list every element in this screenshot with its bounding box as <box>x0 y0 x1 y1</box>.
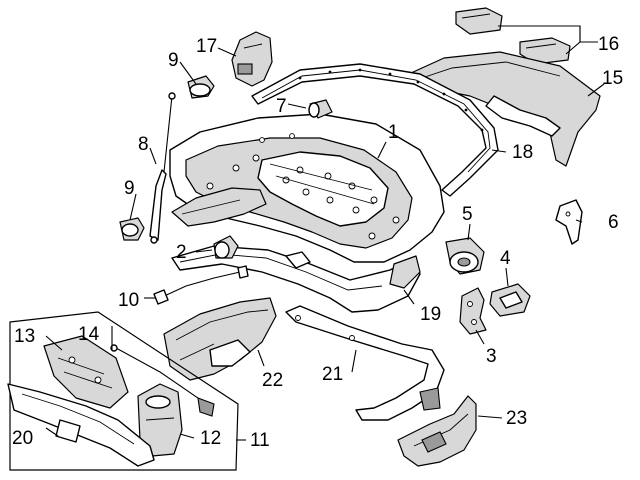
callout-labels: 1 2 3 4 5 6 7 8 9 9 10 11 12 13 14 15 16… <box>12 34 623 451</box>
callout-7: 7 <box>276 96 287 117</box>
part-9-upper-bumper <box>187 75 215 99</box>
part-23-corner-panel <box>397 395 477 467</box>
callout-1: 1 <box>388 122 399 143</box>
part-5-motor <box>445 237 485 275</box>
callout-15: 15 <box>602 68 623 89</box>
part-8-strut <box>149 92 176 244</box>
part-2-bump-stop <box>213 235 239 259</box>
callout-23: 23 <box>506 408 527 429</box>
callout-4: 4 <box>500 248 511 269</box>
callout-6: 6 <box>608 212 619 233</box>
part-15-rear-panel <box>399 51 601 167</box>
part-19-frame <box>171 245 421 313</box>
part-18-weather-strip <box>251 63 499 197</box>
callout-9-upper: 9 <box>168 50 179 71</box>
callout-19: 19 <box>420 304 441 325</box>
kit-box-11 <box>7 311 239 471</box>
part-21-side-rail <box>285 305 445 421</box>
callout-16: 16 <box>598 34 619 55</box>
part-22-tray <box>163 297 277 381</box>
leader-lines <box>45 25 605 441</box>
part-10-cable <box>153 265 249 305</box>
callout-21: 21 <box>322 364 343 385</box>
part-9-lower-bumper <box>119 217 145 241</box>
part-3-bracket <box>459 287 487 335</box>
callout-9-lower: 9 <box>124 178 135 199</box>
callout-22: 22 <box>262 370 283 391</box>
callout-8: 8 <box>138 134 149 155</box>
callout-20: 20 <box>12 428 33 449</box>
part-17-latch <box>231 31 273 87</box>
callout-10: 10 <box>118 290 139 311</box>
callout-13: 13 <box>14 326 35 347</box>
callout-3: 3 <box>486 346 497 367</box>
callout-18: 18 <box>512 142 533 163</box>
part-1-main-cover <box>169 113 445 263</box>
callout-14: 14 <box>78 324 100 345</box>
part-16-pads <box>455 7 571 65</box>
callout-2: 2 <box>176 242 187 263</box>
callout-11: 11 <box>250 430 270 451</box>
callout-5: 5 <box>462 204 473 225</box>
part-6-bracket <box>555 199 583 245</box>
part-4-pad <box>489 283 531 317</box>
callout-12: 12 <box>200 428 221 449</box>
callout-17: 17 <box>196 36 217 57</box>
part-7-bushing <box>308 99 333 119</box>
